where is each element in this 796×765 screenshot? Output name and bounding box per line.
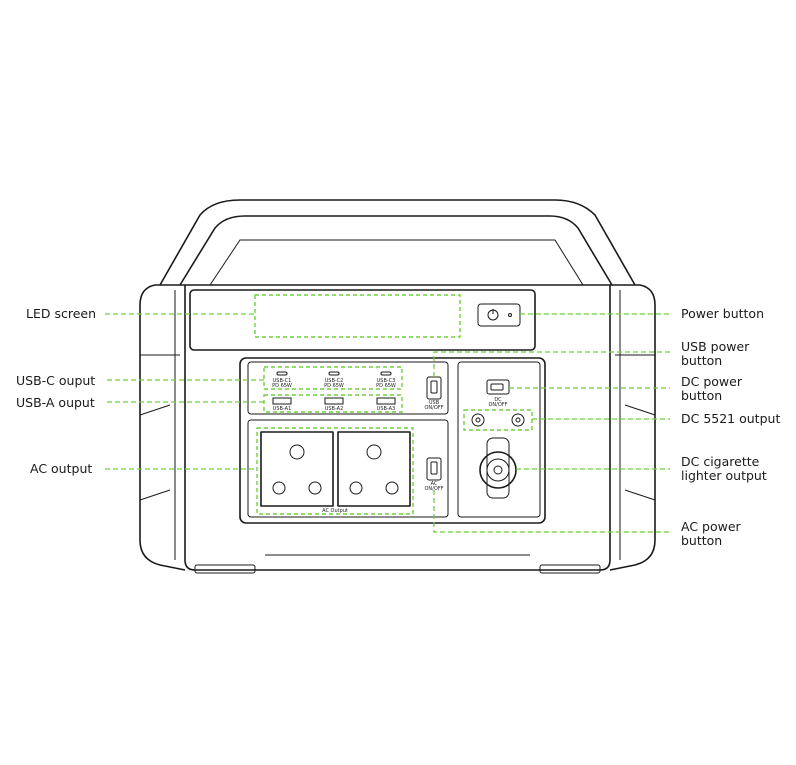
usb-c2-rating: PD 65W (324, 383, 344, 389)
usb-c3-rating: PD 65W (376, 383, 396, 389)
usb-c1-label: USB-C1 (273, 378, 292, 384)
callout-ac-power-button-line1: AC power (681, 519, 742, 534)
dc-5521-group (463, 409, 533, 431)
callout-dc-cigarette-line2: lighter output (681, 468, 767, 483)
power-button[interactable] (477, 303, 521, 327)
dc-5521-port-2[interactable] (511, 413, 525, 427)
callout-ac-output: AC output (30, 461, 92, 476)
dc-switch-state: ON/OFF (488, 402, 507, 408)
usb-c3-port[interactable] (380, 371, 392, 376)
usb-a3-label: USB-A3 (377, 406, 396, 412)
usb-a2-port[interactable] (324, 397, 344, 405)
ac-socket-1[interactable] (260, 431, 334, 507)
led-screen (254, 294, 461, 338)
usb-switch-label: USB (429, 400, 440, 406)
usb-a3-port[interactable] (376, 397, 396, 405)
callout-ac-power-button-line2: button (681, 533, 722, 548)
usb-c1-rating: PD 65W (272, 383, 292, 389)
callout-power-button: Power button (681, 306, 764, 321)
leader-lines (105, 313, 670, 533)
callout-usb-power-button-line1: USB power (681, 339, 750, 354)
usb-switch[interactable] (426, 376, 442, 400)
callout-dc-5521-output: DC 5521 output (681, 411, 780, 426)
callout-dc-power-button-line2: button (681, 388, 722, 403)
usb-switch-state: ON/OFF (424, 405, 443, 411)
dc-switch[interactable] (486, 379, 510, 395)
usb-c2-port[interactable] (328, 371, 340, 376)
dc-switch-label: DC (494, 397, 502, 403)
ac-output-label: AC Output (322, 508, 348, 514)
cigarette-lighter-port[interactable] (479, 437, 517, 499)
ac-socket-2[interactable] (337, 431, 411, 507)
ac-output-group (256, 427, 414, 515)
callout-dc-power-button-line1: DC power (681, 374, 743, 389)
callout-dc-cigarette-line1: DC cigarette (681, 454, 760, 469)
front-face: USB-C1 PD 65W USB-C2 PD 65W USB-C3 PD 65… (239, 357, 546, 524)
ac-switch-label: AC (431, 481, 438, 487)
usb-a1-port[interactable] (272, 397, 292, 405)
ac-switch[interactable] (426, 457, 442, 481)
callout-usb-c-output: USB-C ouput (16, 373, 95, 388)
usb-c3-label: USB-C3 (377, 378, 396, 384)
body-shell (139, 284, 656, 574)
usb-c-group (263, 366, 403, 390)
usb-a1-label: USB-A1 (273, 406, 292, 412)
top-panel (189, 289, 536, 351)
usb-c2-label: USB-C2 (325, 378, 344, 384)
callout-labels: LED screen USB-C ouput USB-A ouput AC ou… (16, 306, 780, 548)
dc-5521-port-1[interactable] (471, 413, 485, 427)
callout-usb-a-output: USB-A ouput (16, 395, 95, 410)
callout-led-screen: LED screen (26, 306, 96, 321)
ac-switch-state: ON/OFF (424, 486, 443, 492)
usb-c1-port[interactable] (276, 371, 288, 376)
handle (159, 199, 636, 286)
usb-a2-label: USB-A2 (325, 406, 344, 412)
usb-a-group (263, 394, 403, 413)
callout-usb-power-button-line2: button (681, 353, 722, 368)
